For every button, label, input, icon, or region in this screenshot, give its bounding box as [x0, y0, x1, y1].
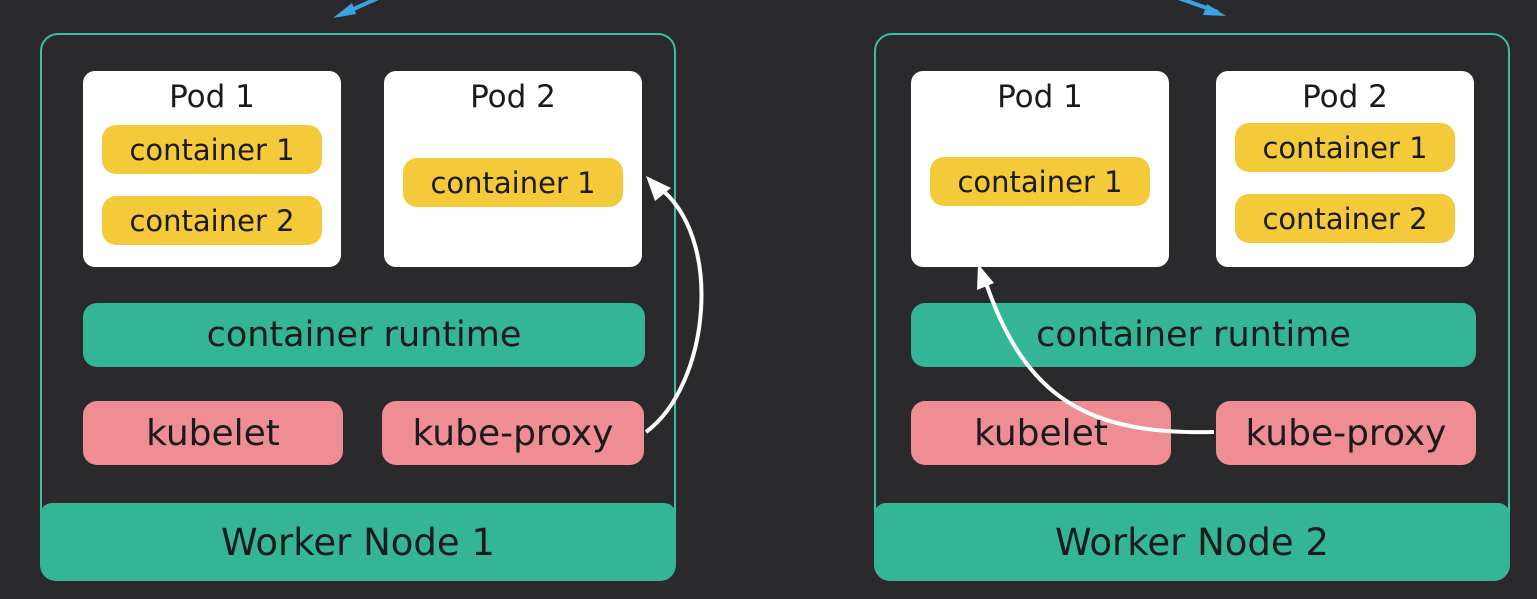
container-badge: container 1 [1235, 123, 1455, 172]
node2-pod-2: Pod 2 container 1 container 2 [1216, 71, 1474, 267]
container-badge: container 1 [102, 125, 322, 174]
container-badge: container 1 [930, 157, 1150, 206]
worker-node-1: Pod 1 container 1 container 2 Pod 2 cont… [40, 33, 676, 581]
arrowhead-icon [333, 3, 356, 18]
worker-node-2: Pod 1 container 1 Pod 2 container 1 cont… [874, 33, 1510, 581]
pod-title: Pod 1 [997, 79, 1083, 115]
arrowhead-icon [1203, 4, 1226, 16]
kube-proxy: kube-proxy [382, 401, 644, 465]
kube-proxy: kube-proxy [1216, 401, 1476, 465]
kubelet: kubelet [83, 401, 343, 465]
worker-node-label: Worker Node 2 [874, 503, 1510, 581]
container-runtime: container runtime [911, 303, 1476, 367]
top-arrow-right-icon [1178, 0, 1219, 14]
pod-title: Pod 2 [470, 79, 556, 115]
container-badge: container 2 [1235, 194, 1455, 243]
worker-node-label: Worker Node 1 [40, 503, 676, 581]
kubelet: kubelet [911, 401, 1171, 465]
node1-pod-2: Pod 2 container 1 [384, 71, 642, 267]
container-runtime: container runtime [83, 303, 645, 367]
top-arrow-left-icon [339, 0, 379, 17]
pod-title: Pod 1 [169, 79, 255, 115]
container-badge: container 1 [403, 158, 623, 207]
pod-title: Pod 2 [1302, 79, 1388, 115]
container-badge: container 2 [102, 196, 322, 245]
node1-pod-1: Pod 1 container 1 container 2 [83, 71, 341, 267]
node2-pod-1: Pod 1 container 1 [911, 71, 1169, 267]
